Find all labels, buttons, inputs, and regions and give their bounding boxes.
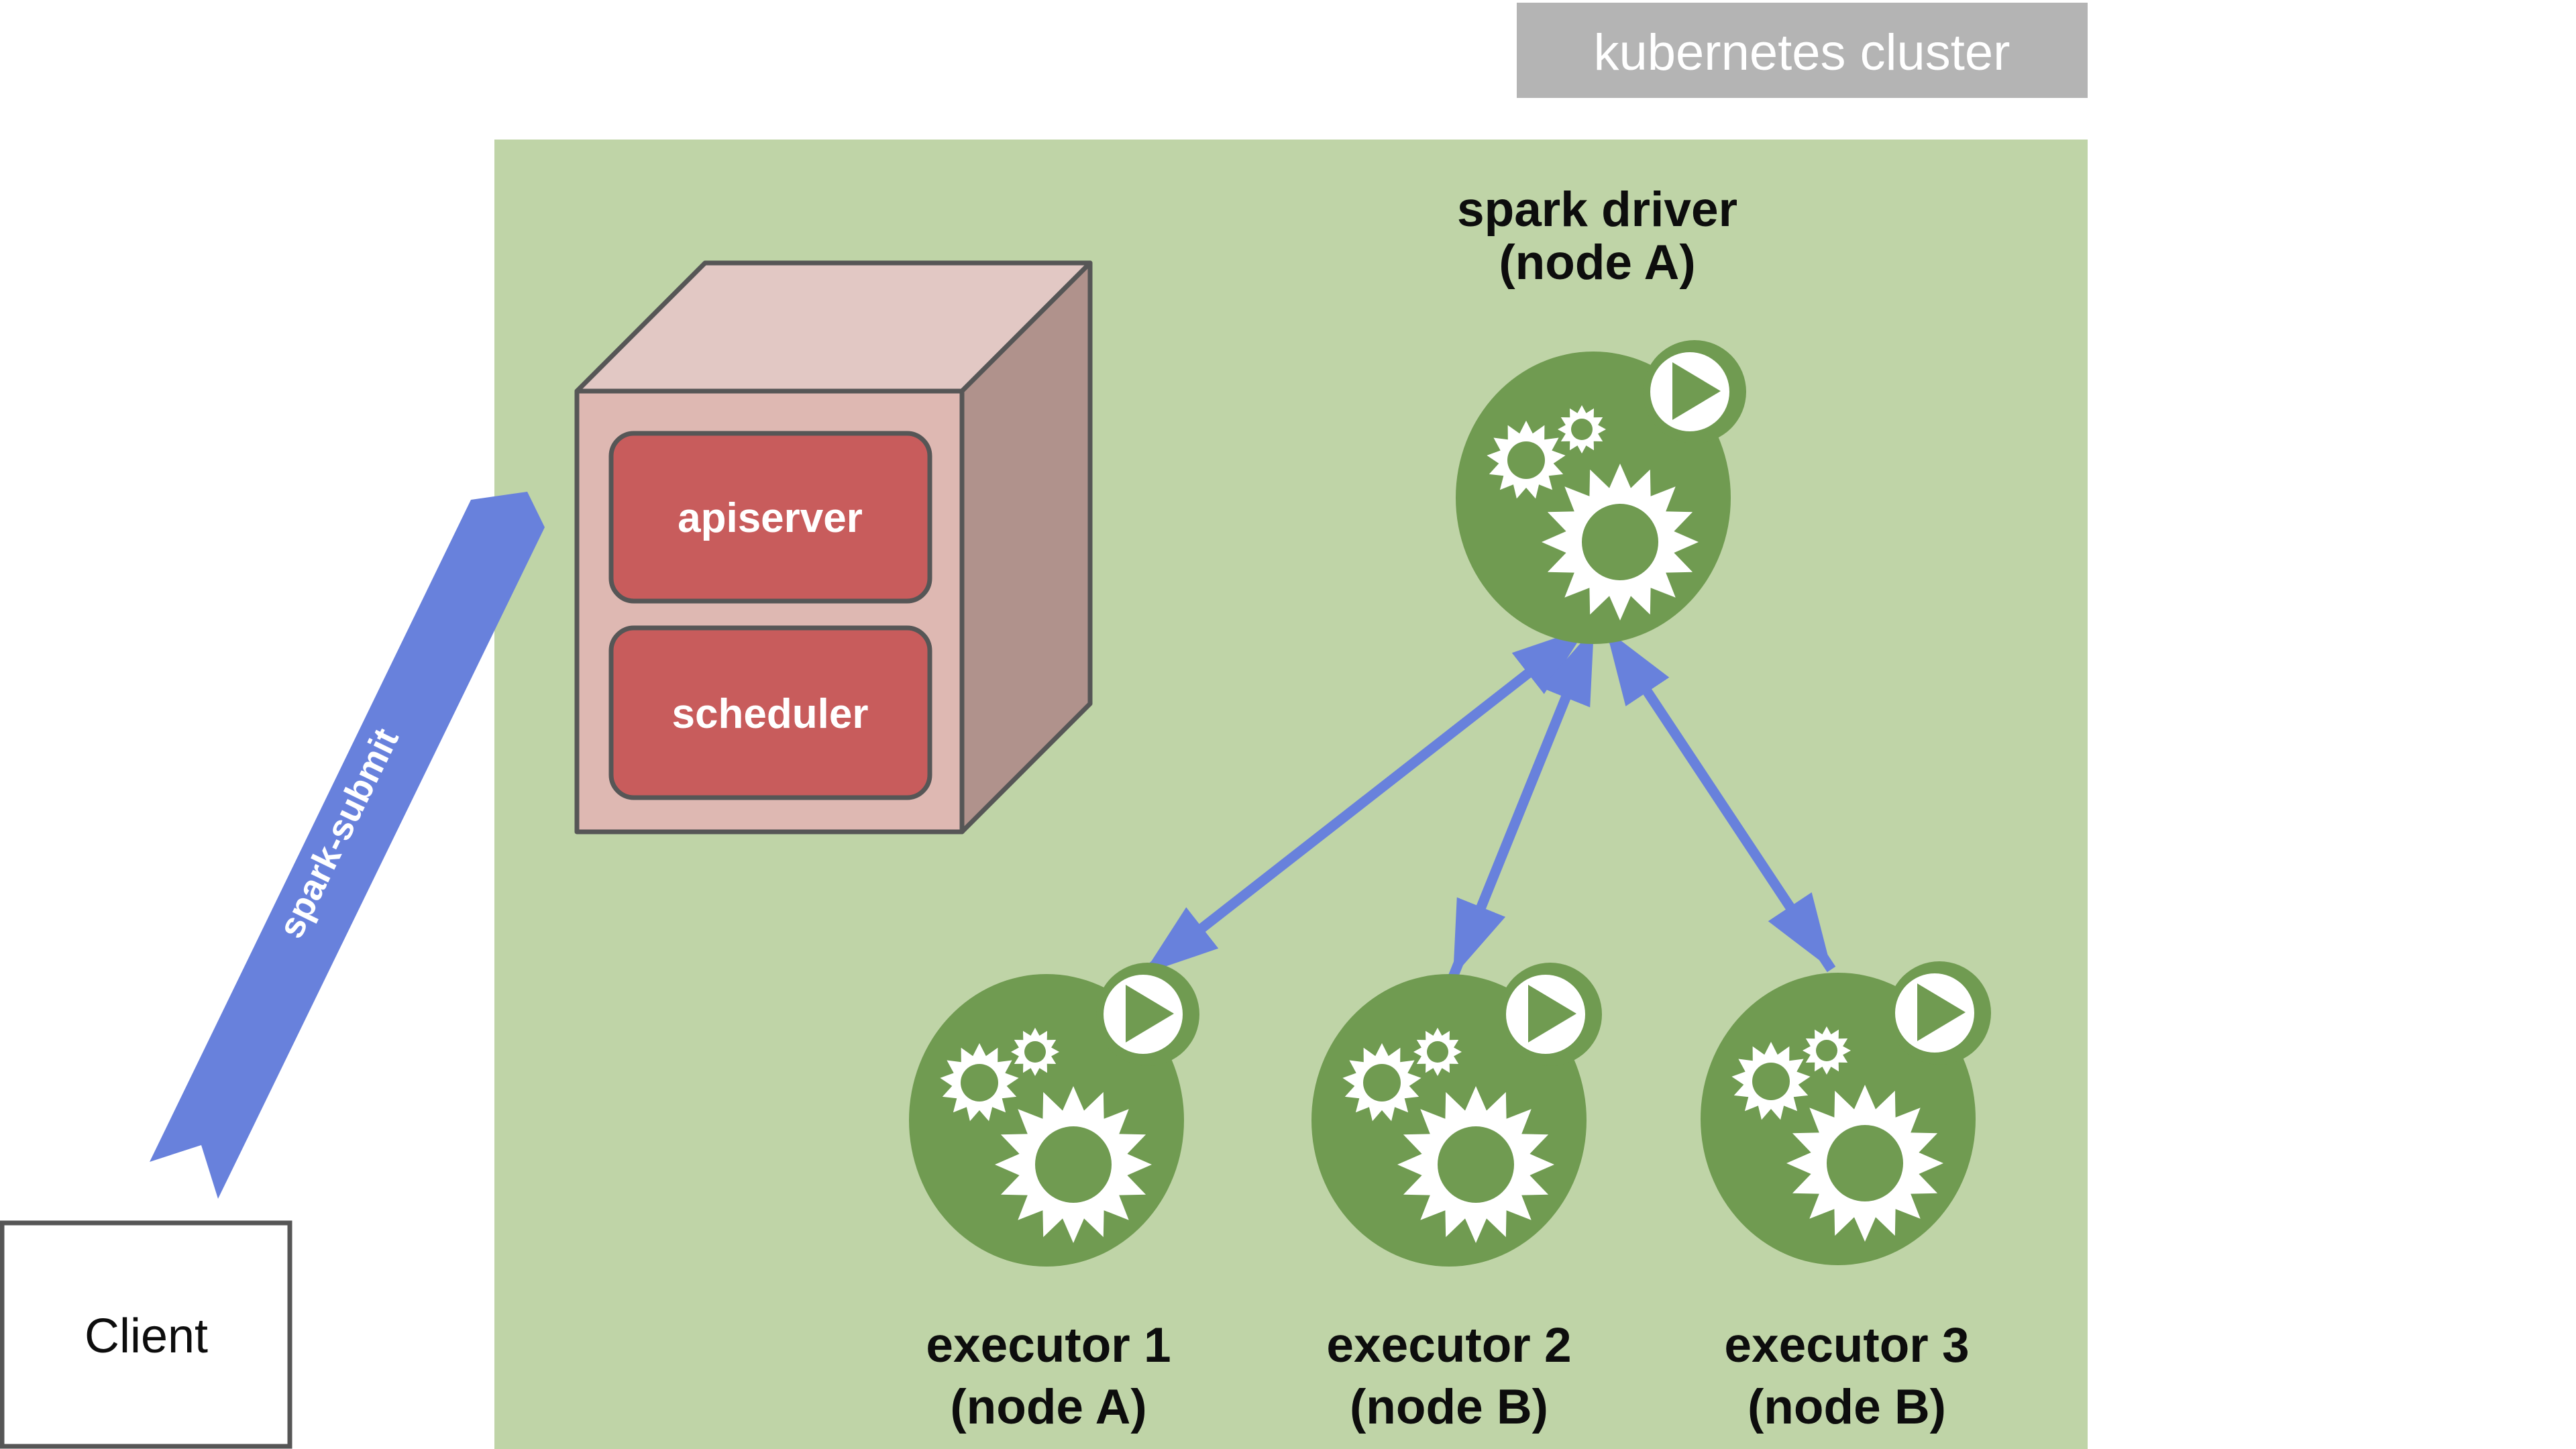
apiserver-label: apiserver bbox=[678, 495, 863, 541]
gear-icon-large bbox=[1542, 464, 1699, 621]
gear-icon-medium bbox=[1731, 1042, 1811, 1120]
play-icon bbox=[1126, 985, 1174, 1042]
arrow-driver-executor-2 bbox=[1448, 626, 1599, 979]
play-icon bbox=[1672, 362, 1721, 420]
spark-driver-pod-icon bbox=[1456, 340, 1746, 644]
scheduler-label: scheduler bbox=[672, 691, 869, 737]
play-icon bbox=[1917, 983, 1966, 1041]
executor-2-pod-icon bbox=[1311, 963, 1602, 1267]
executor-3-name-label: executor 3 bbox=[1724, 1318, 1969, 1373]
executor-1-node-label: (node A) bbox=[950, 1380, 1146, 1434]
scheduler-box bbox=[608, 625, 932, 800]
gear-icon-large bbox=[1786, 1085, 1943, 1242]
executor-2-node-label: (node B) bbox=[1350, 1380, 1548, 1434]
gear-icon-medium bbox=[1342, 1043, 1421, 1122]
executor-3-node-label: (node B) bbox=[1748, 1380, 1946, 1434]
play-icon bbox=[1528, 985, 1576, 1042]
client-box-rect bbox=[0, 1220, 292, 1449]
gear-icon-medium bbox=[1487, 421, 1566, 499]
executor-2-name-label: executor 2 bbox=[1326, 1318, 1571, 1373]
node-labels: spark driver (node A) executor 1 (node A… bbox=[926, 182, 1969, 1434]
apiserver-box bbox=[608, 431, 932, 604]
executor-1-name-label: executor 1 bbox=[926, 1318, 1171, 1373]
arrow-driver-executor-3 bbox=[1601, 626, 1836, 973]
executor-3-pod-icon bbox=[1701, 961, 1991, 1265]
gear-icon-large bbox=[995, 1086, 1152, 1243]
cluster-title-box: kubernetes cluster bbox=[1517, 3, 2088, 98]
cluster-title-background bbox=[1517, 3, 2088, 98]
gear-icon-small bbox=[1011, 1028, 1059, 1076]
gear-icon-large bbox=[1397, 1086, 1554, 1243]
cluster-title-label: kubernetes cluster bbox=[1594, 24, 2010, 81]
executor-1-pod-icon bbox=[909, 963, 1199, 1267]
gear-icon-small bbox=[1413, 1028, 1462, 1076]
gear-icon-small bbox=[1803, 1026, 1851, 1075]
spark-driver-name-label: spark driver bbox=[1457, 182, 1737, 237]
gear-icon-small bbox=[1558, 405, 1606, 453]
driver-executor-arrows bbox=[1140, 623, 1836, 979]
client-label: Client bbox=[85, 1309, 208, 1363]
spark-driver-node-label: (node A) bbox=[1499, 235, 1695, 290]
spark-submit-ribbon bbox=[150, 492, 545, 1199]
client-box: Client bbox=[0, 1220, 292, 1449]
control-plane-box bbox=[574, 260, 1093, 835]
gear-icon-medium bbox=[940, 1043, 1019, 1122]
